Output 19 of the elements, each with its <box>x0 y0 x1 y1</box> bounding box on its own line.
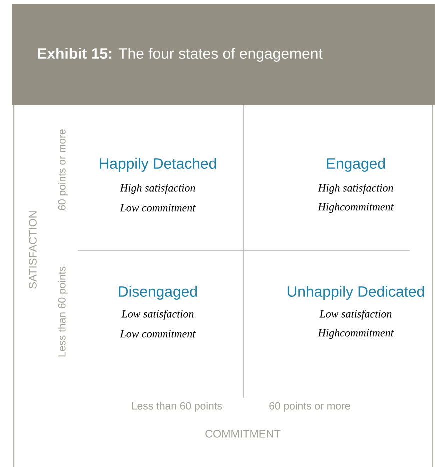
axis-title: SATISFACTION <box>29 212 37 289</box>
quadrant-description: High satisfaction <box>318 184 394 194</box>
quadrant-description: High satisfaction <box>120 184 196 194</box>
quadrant-title: Disengaged <box>119 286 198 300</box>
header-banner: Exhibit 15: The four states of engagement <box>12 4 435 105</box>
quadrant-description: Low satisfaction <box>320 310 392 320</box>
quadrant-description: Low commitment <box>120 204 196 212</box>
quadrant-title: Engaged <box>327 158 386 172</box>
axis-tick-label: 60 points or more <box>270 402 350 412</box>
quadrant-title: Happily Detached <box>100 158 216 172</box>
axis-tick-label: Less than 60 points <box>58 266 68 357</box>
quadrant-title: Unhappily Dedicated <box>288 286 424 300</box>
quadrant-description: Low commitment <box>120 330 196 338</box>
axis-tick-label: Less than 60 points <box>132 402 222 412</box>
quadrant-description: Highcommitment <box>318 329 394 339</box>
axis-tick-label: 60 points or more <box>58 130 68 210</box>
quadrant-description: Low satisfaction <box>122 310 194 320</box>
quadrant-description: Highcommitment <box>318 203 394 213</box>
axis-title: COMMITMENT <box>206 430 281 438</box>
